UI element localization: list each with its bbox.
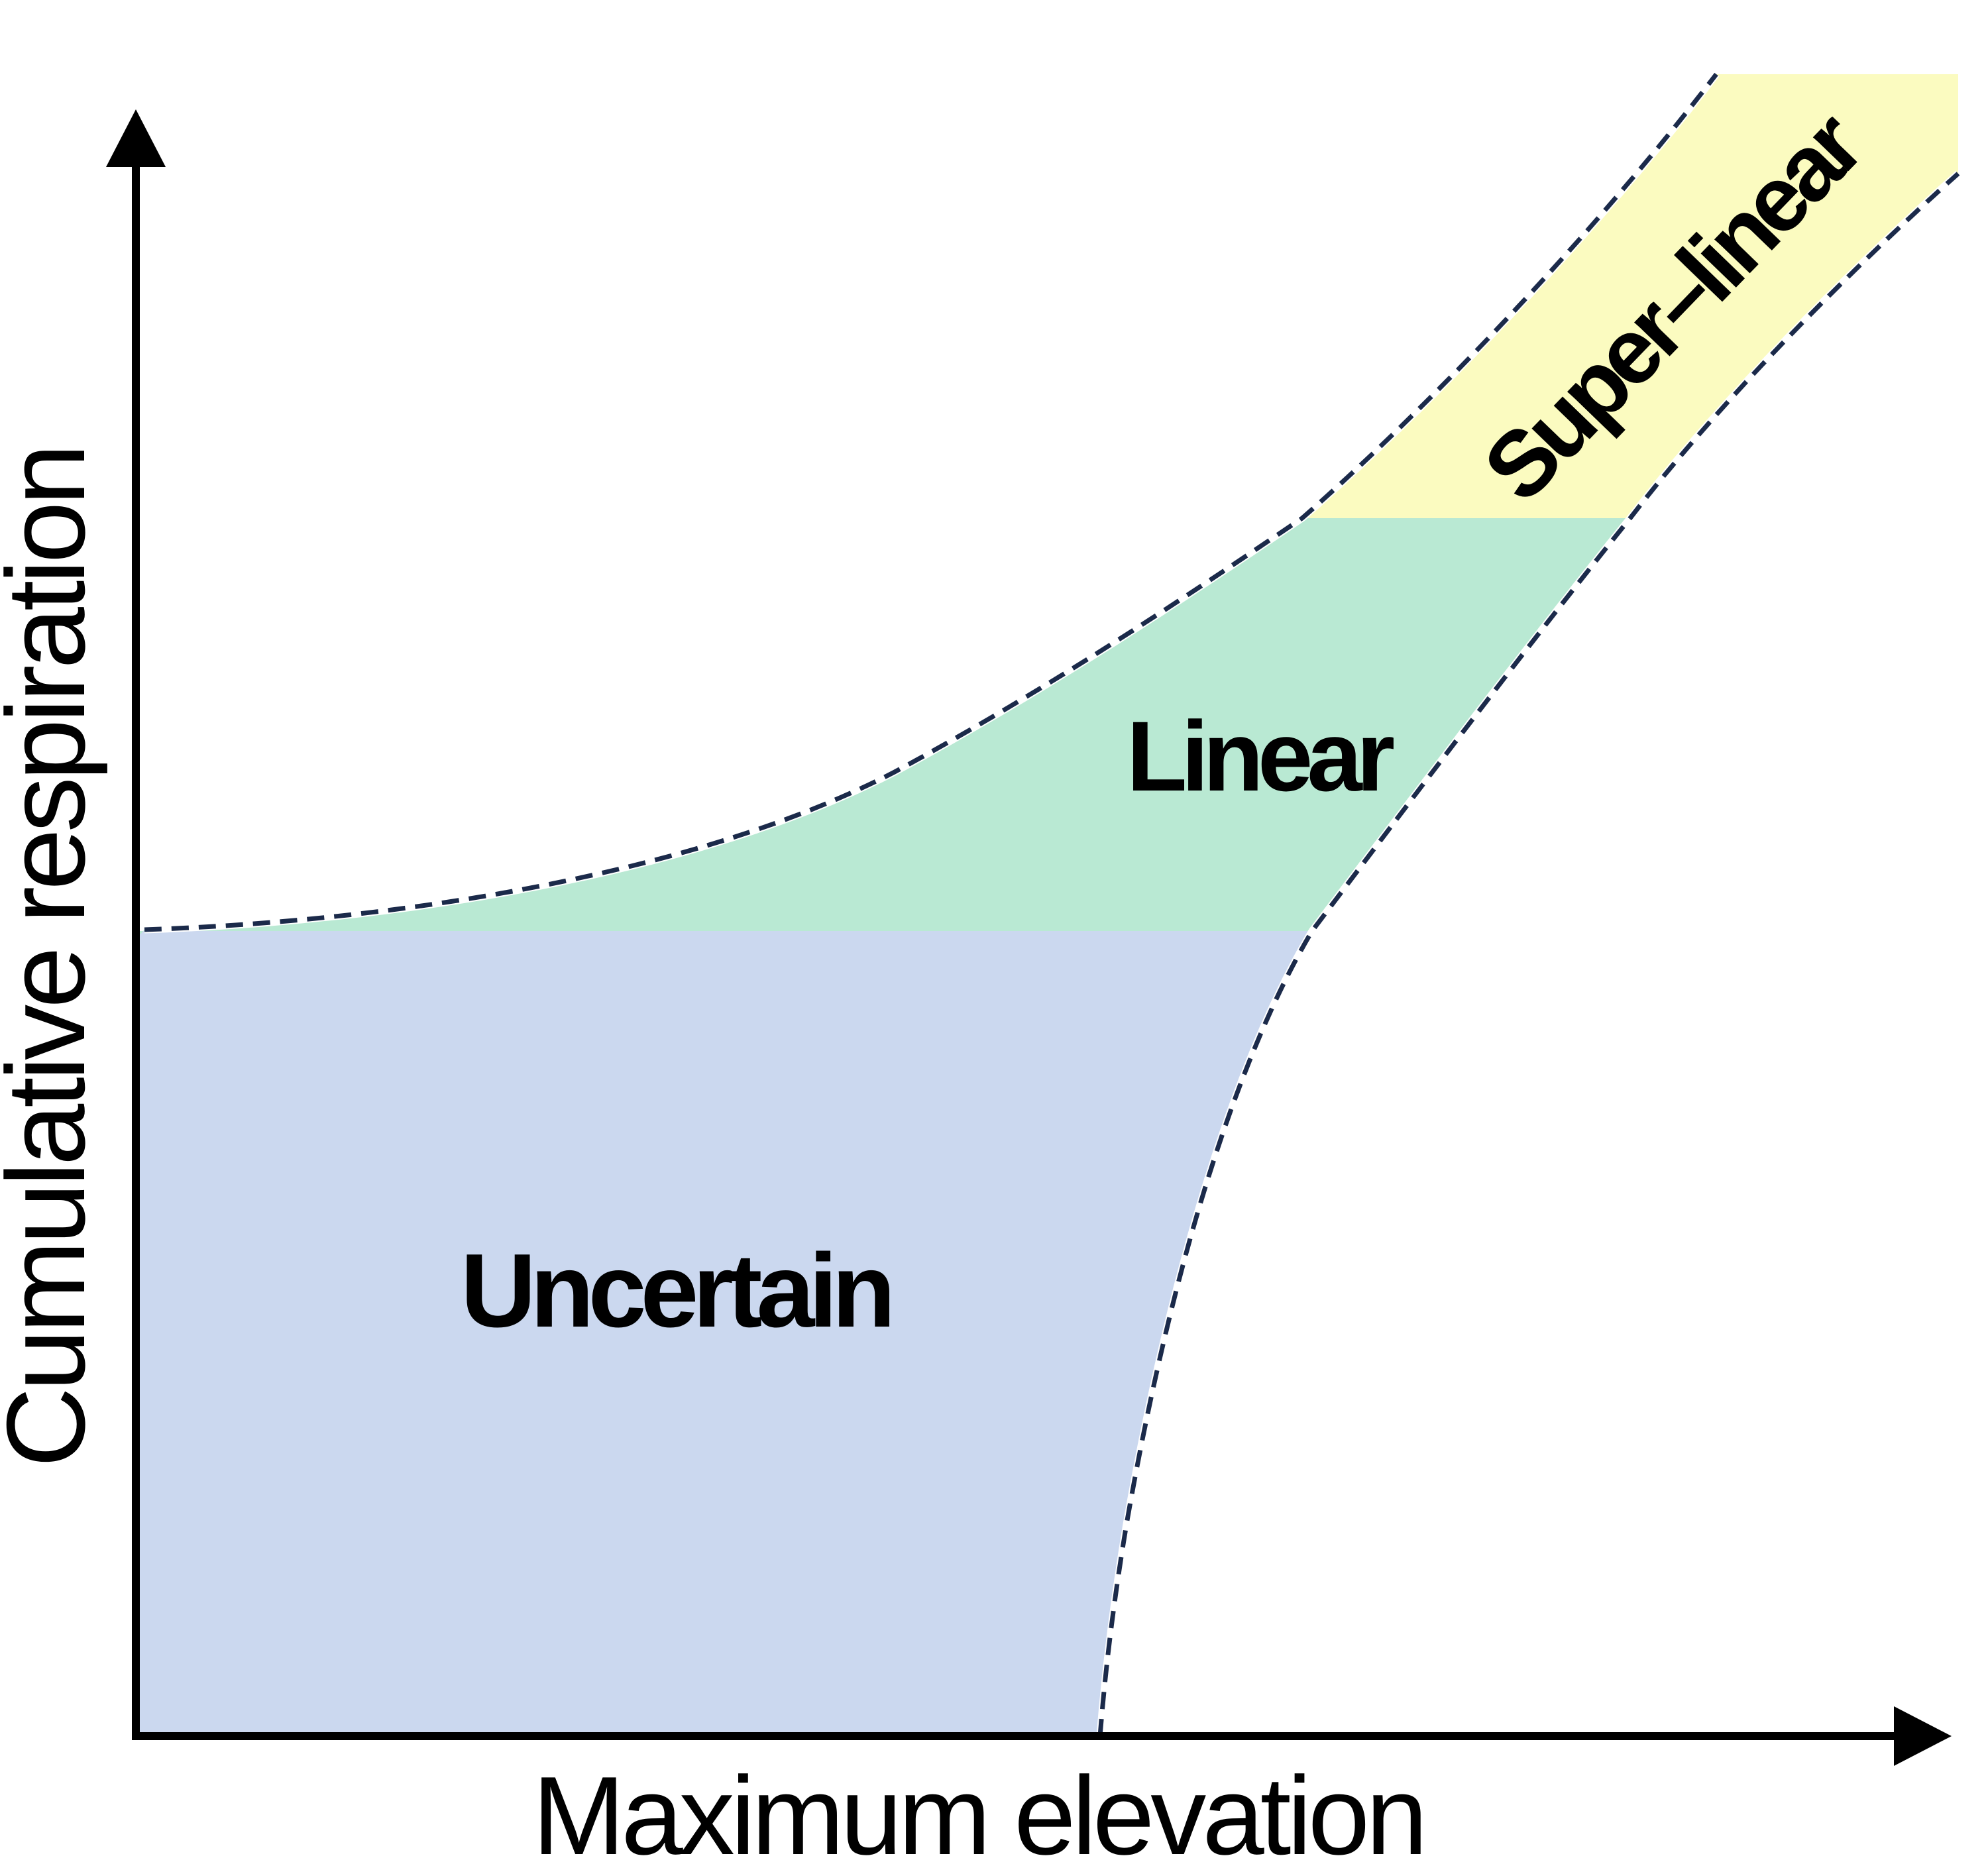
- label-linear: Linear: [1127, 700, 1394, 812]
- boundary-lines: [144, 72, 1961, 1737]
- upper-boundary-underlay: [144, 72, 1720, 934]
- x-axis-label: Maximum elevation: [532, 1753, 1423, 1862]
- label-uncertain: Uncertain: [461, 1232, 890, 1349]
- region-uncertain: [138, 931, 1312, 1736]
- axes: [106, 109, 1952, 1766]
- lower-boundary: [1097, 172, 1960, 1737]
- x-axis-arrow: [1894, 1706, 1952, 1766]
- y-axis-arrow: [106, 109, 166, 167]
- region-super-linear: [1302, 74, 1958, 518]
- y-axis-label: Cumulative respiration: [0, 447, 108, 1467]
- region-linear: [138, 518, 1630, 934]
